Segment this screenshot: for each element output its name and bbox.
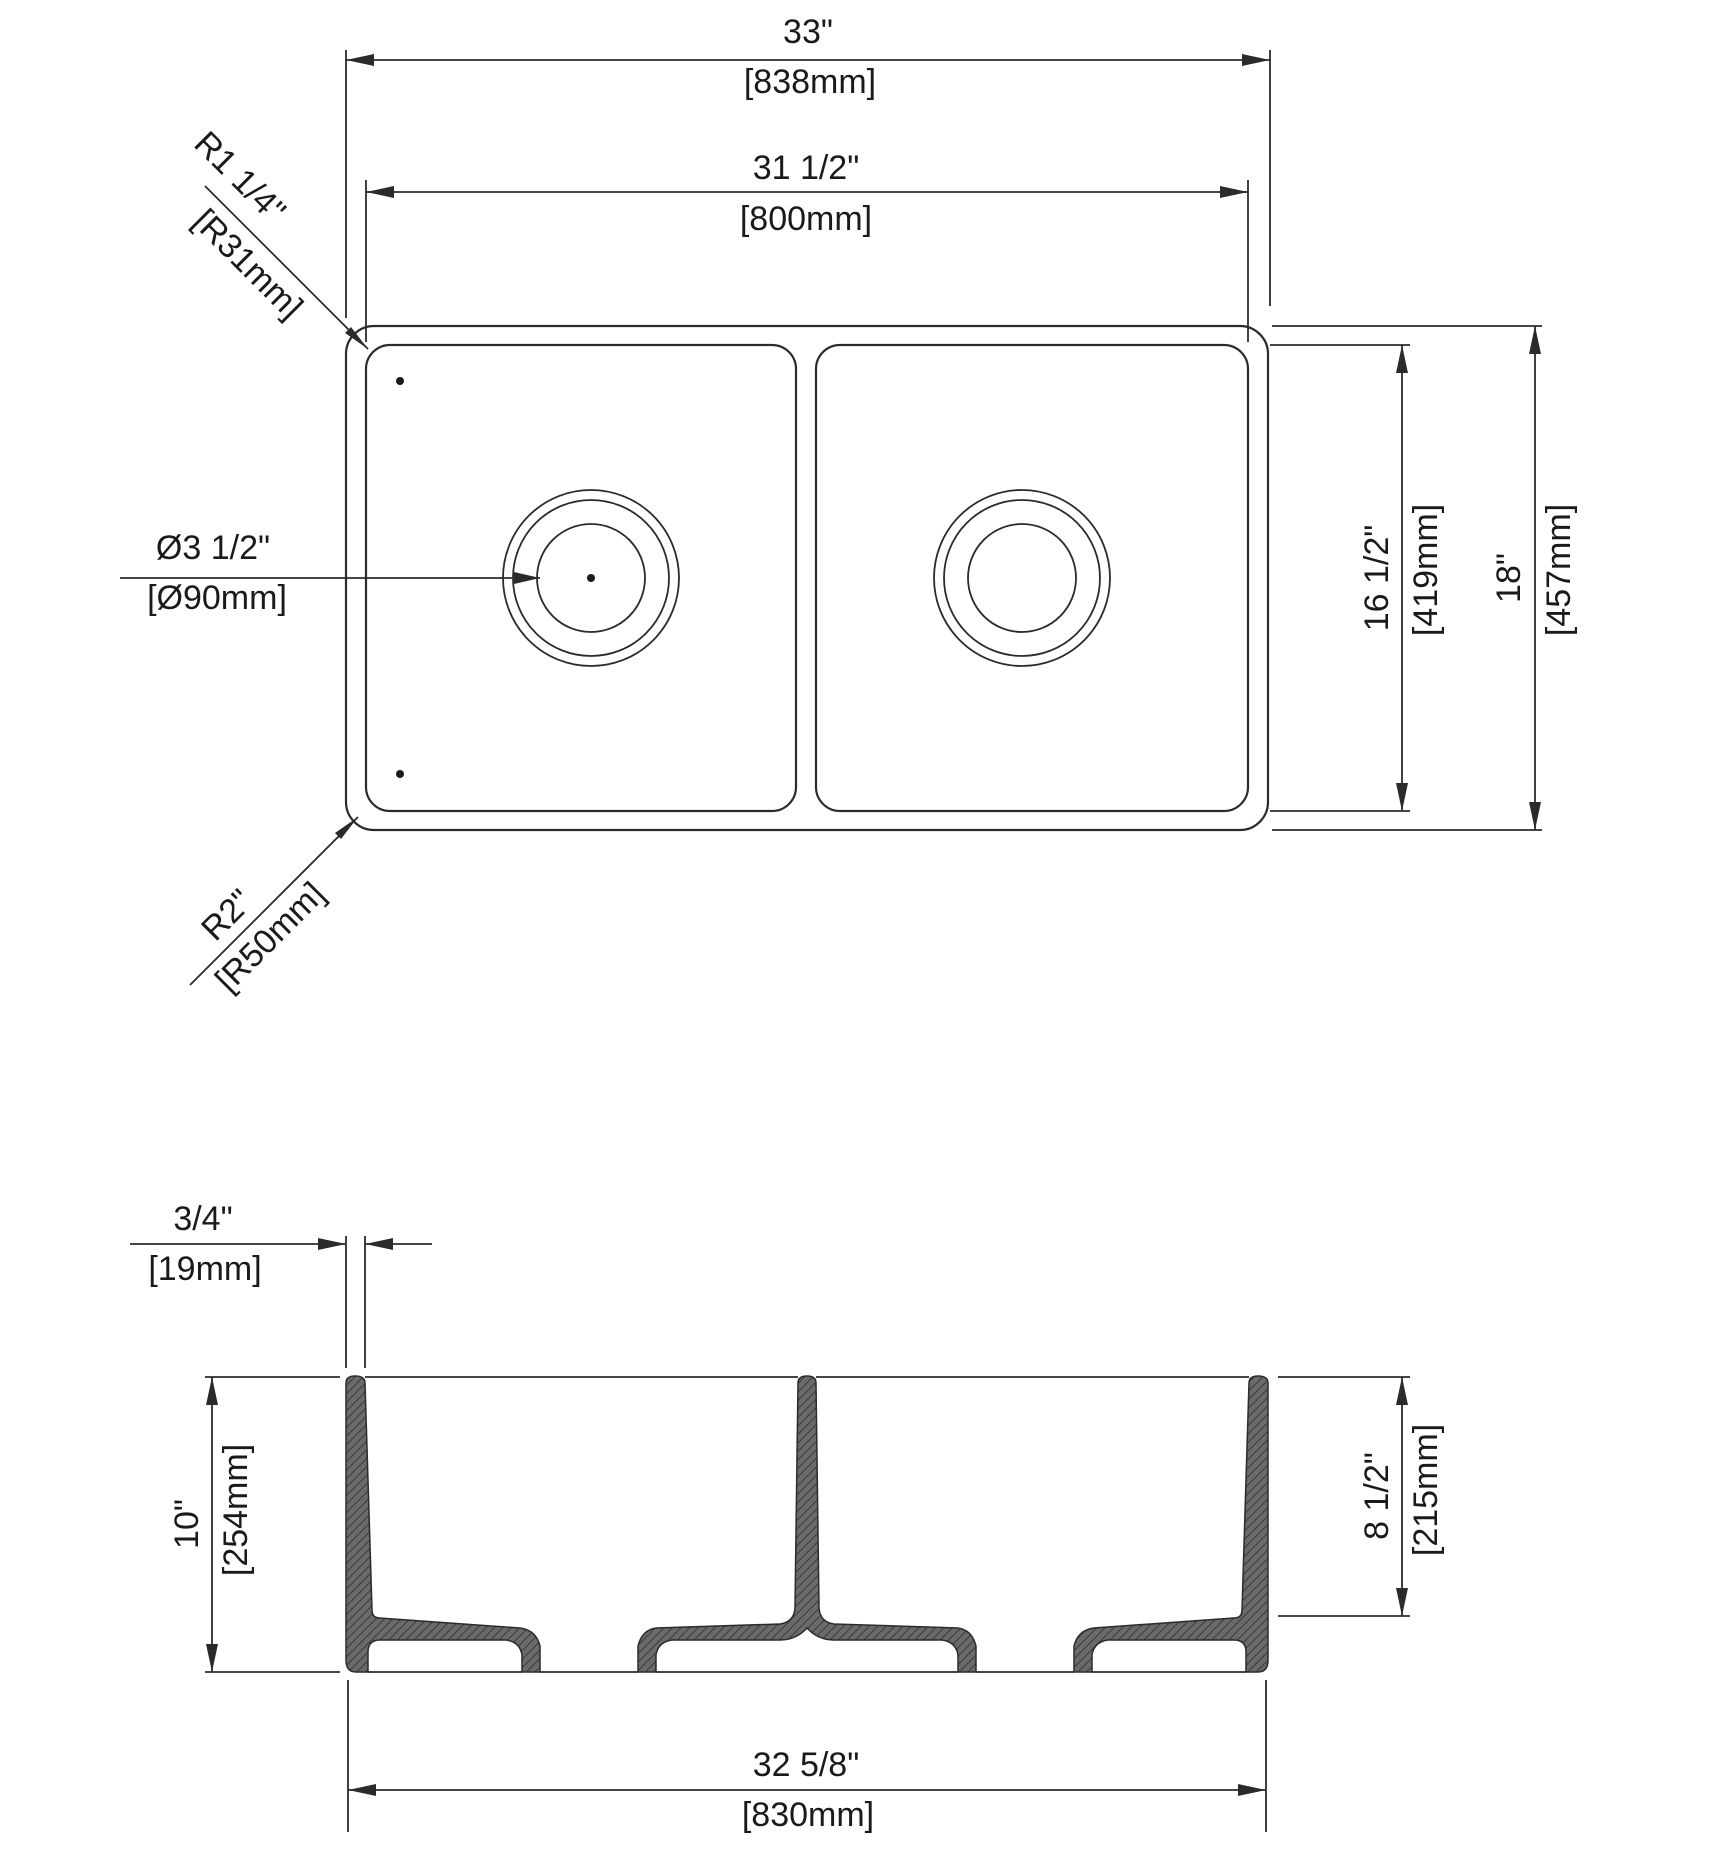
overall-width-dimension: 33" [838mm] [345,13,1271,318]
bowl-height-mm: [215mm] [1407,1424,1445,1556]
height-in: 10" [168,1499,206,1549]
overall-depth-mm: [457mm] [1540,504,1578,636]
drain-diameter-leader: Ø3 1/2" [Ø90mm] [120,529,540,617]
top-view: 33" [838mm] 31 1/2" [800mm] R1 1/4" [R31… [120,13,1578,999]
mount-dot [396,770,404,778]
inner-width-dimension: 31 1/2" [800mm] [365,149,1249,342]
right-drain [933,489,1111,667]
bowl-height-in: 8 1/2" [1358,1452,1396,1540]
base-width-in: 32 5/8" [753,1746,860,1784]
bowl-depth-in: 16 1/2" [1358,525,1396,632]
top-corner-radius-leader: R1 1/4" [R31mm] [186,124,369,350]
wall-thickness-dimension: 3/4" [19mm] [130,1200,432,1368]
wall-thickness-in: 3/4" [173,1200,232,1238]
overall-depth-dimension: 18" [457mm] [1272,325,1578,831]
inner-width-mm: [800mm] [740,200,872,238]
overall-width-in: 33" [783,13,833,51]
right-wall [1073,1375,1269,1673]
drain-diameter-mm: [Ø90mm] [147,579,287,617]
left-wall [345,1375,541,1673]
height-mm: [254mm] [217,1444,255,1576]
overall-height-dimension: 10" [254mm] [168,1376,340,1673]
side-view: 3/4" [19mm] 10" [254mm] 8 1/2" [215mm] [130,1200,1445,1834]
bowl-depth-mm: [419mm] [1407,504,1445,636]
mount-dot [396,377,404,385]
center-divider [637,1375,977,1673]
bowl-height-dimension: 8 1/2" [215mm] [1278,1376,1445,1617]
overall-width-mm: [838mm] [744,63,876,101]
corner-radius-top-mm: [R31mm] [186,202,310,326]
right-bowl-outline [814,343,1250,813]
bottom-corner-radius-leader: R2" [R50mm] [189,816,359,999]
wall-thickness-mm: [19mm] [148,1250,261,1288]
bowl-depth-dimension: 16 1/2" [419mm] [1270,344,1445,812]
base-width-mm: [830mm] [742,1796,874,1834]
drain-diameter-in: Ø3 1/2" [156,529,270,567]
base-width-dimension: 32 5/8" [830mm] [347,1680,1267,1834]
inner-width-in: 31 1/2" [753,149,860,187]
overall-depth-in: 18" [1490,553,1528,603]
